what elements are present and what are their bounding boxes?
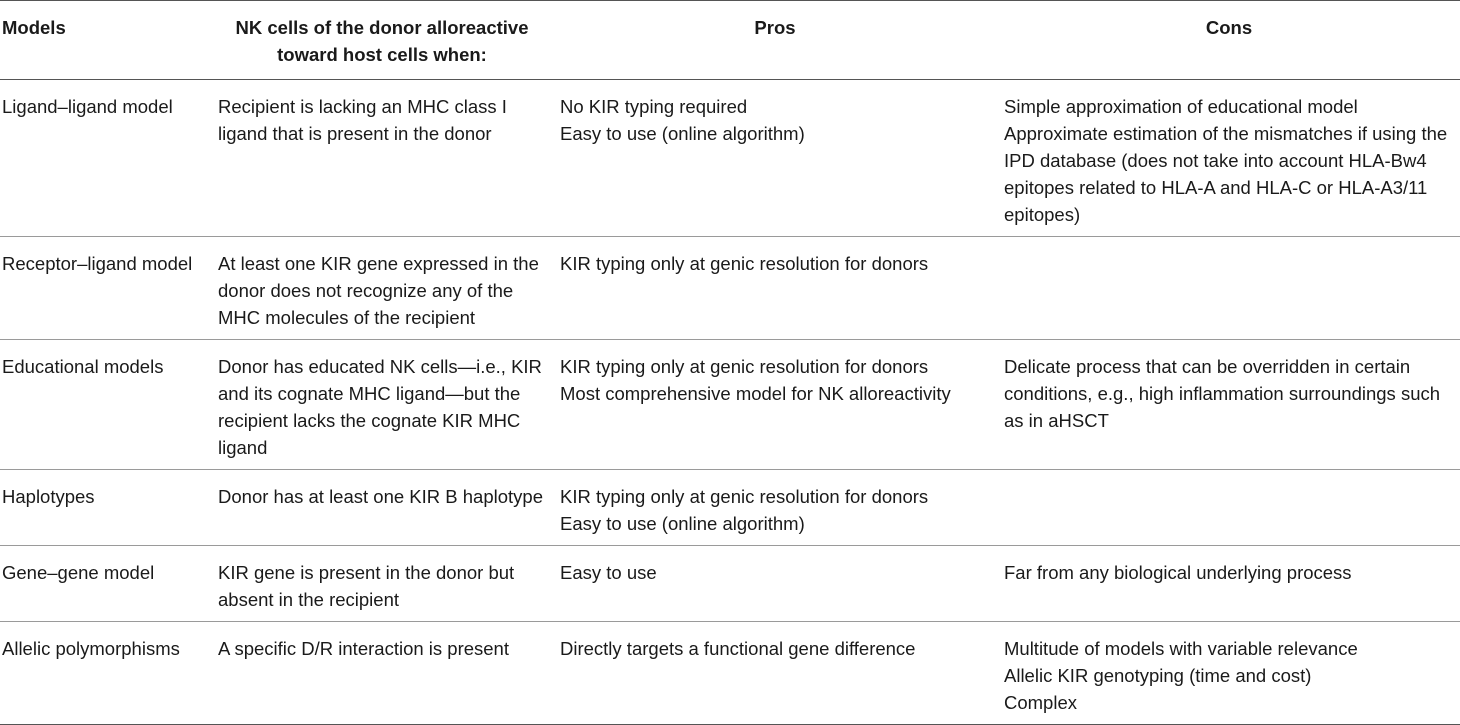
model-cons: Multitude of models with variable releva… — [996, 621, 1460, 725]
table-row: Ligand–ligand model Recipient is lacking… — [0, 79, 1460, 237]
model-condition: KIR gene is present in the donor but abs… — [210, 545, 552, 622]
model-condition: Donor has at least one KIR B haplotype — [210, 469, 552, 546]
model-pros: KIR typing only at genic resolution for … — [552, 339, 996, 470]
header-models: Models — [0, 0, 210, 80]
model-name: Ligand–ligand model — [0, 79, 210, 237]
pro-item: KIR typing only at genic resolution for … — [560, 253, 929, 274]
model-pros: Directly targets a functional gene diffe… — [552, 621, 996, 725]
con-item: Allelic KIR genotyping (time and cost) — [1004, 665, 1312, 686]
header-pros: Pros — [552, 0, 996, 80]
model-name: Educational models — [0, 339, 210, 470]
model-condition: Recipient is lacking an MHC class I liga… — [210, 79, 552, 237]
model-pros: Easy to use — [552, 545, 996, 622]
pro-item: Easy to use (online algorithm) — [560, 123, 805, 144]
table-row: Allelic polymorphisms A specific D/R int… — [0, 621, 1460, 725]
model-cons: Far from any biological underlying proce… — [996, 545, 1460, 622]
table-header-row: Models NK cells of the donor alloreactiv… — [0, 0, 1460, 80]
con-item: Simple approximation of educational mode… — [1004, 96, 1358, 117]
pro-item: Easy to use (online algorithm) — [560, 513, 805, 534]
model-name: Receptor–ligand model — [0, 236, 210, 340]
model-condition: At least one KIR gene expressed in the d… — [210, 236, 552, 340]
header-condition: NK cells of the donor alloreactive towar… — [210, 0, 552, 80]
table-row: Receptor–ligand model At least one KIR g… — [0, 236, 1460, 340]
pro-item: Directly targets a functional gene diffe… — [560, 638, 916, 659]
model-cons — [996, 469, 1460, 546]
header-cons: Cons — [996, 0, 1460, 80]
con-item: Delicate process that can be overridden … — [1004, 356, 1441, 431]
model-condition: Donor has educated NK cells—i.e., KIR an… — [210, 339, 552, 470]
table-row: Haplotypes Donor has at least one KIR B … — [0, 469, 1460, 546]
pro-item: Easy to use — [560, 562, 657, 583]
con-item: Multitude of models with variable releva… — [1004, 638, 1358, 659]
model-pros: KIR typing only at genic resolution for … — [552, 469, 996, 546]
table-row: Educational models Donor has educated NK… — [0, 339, 1460, 470]
con-item: Far from any biological underlying proce… — [1004, 562, 1352, 583]
pro-item: KIR typing only at genic resolution for … — [560, 356, 929, 377]
model-name: Gene–gene model — [0, 545, 210, 622]
model-cons — [996, 236, 1460, 340]
model-name: Haplotypes — [0, 469, 210, 546]
pro-item: Most comprehensive model for NK alloreac… — [560, 383, 951, 404]
pro-item: No KIR typing required — [560, 96, 748, 117]
model-pros: No KIR typing required Easy to use (onli… — [552, 79, 996, 237]
model-condition: A specific D/R interaction is present — [210, 621, 552, 725]
model-name: Allelic polymorphisms — [0, 621, 210, 725]
model-pros: KIR typing only at genic resolution for … — [552, 236, 996, 340]
model-cons: Delicate process that can be overridden … — [996, 339, 1460, 470]
model-cons: Simple approximation of educational mode… — [996, 79, 1460, 237]
con-item: Approximate estimation of the mismatches… — [1004, 123, 1448, 225]
pro-item: KIR typing only at genic resolution for … — [560, 486, 929, 507]
table-row: Gene–gene model KIR gene is present in t… — [0, 545, 1460, 622]
con-item: Complex — [1004, 692, 1077, 713]
